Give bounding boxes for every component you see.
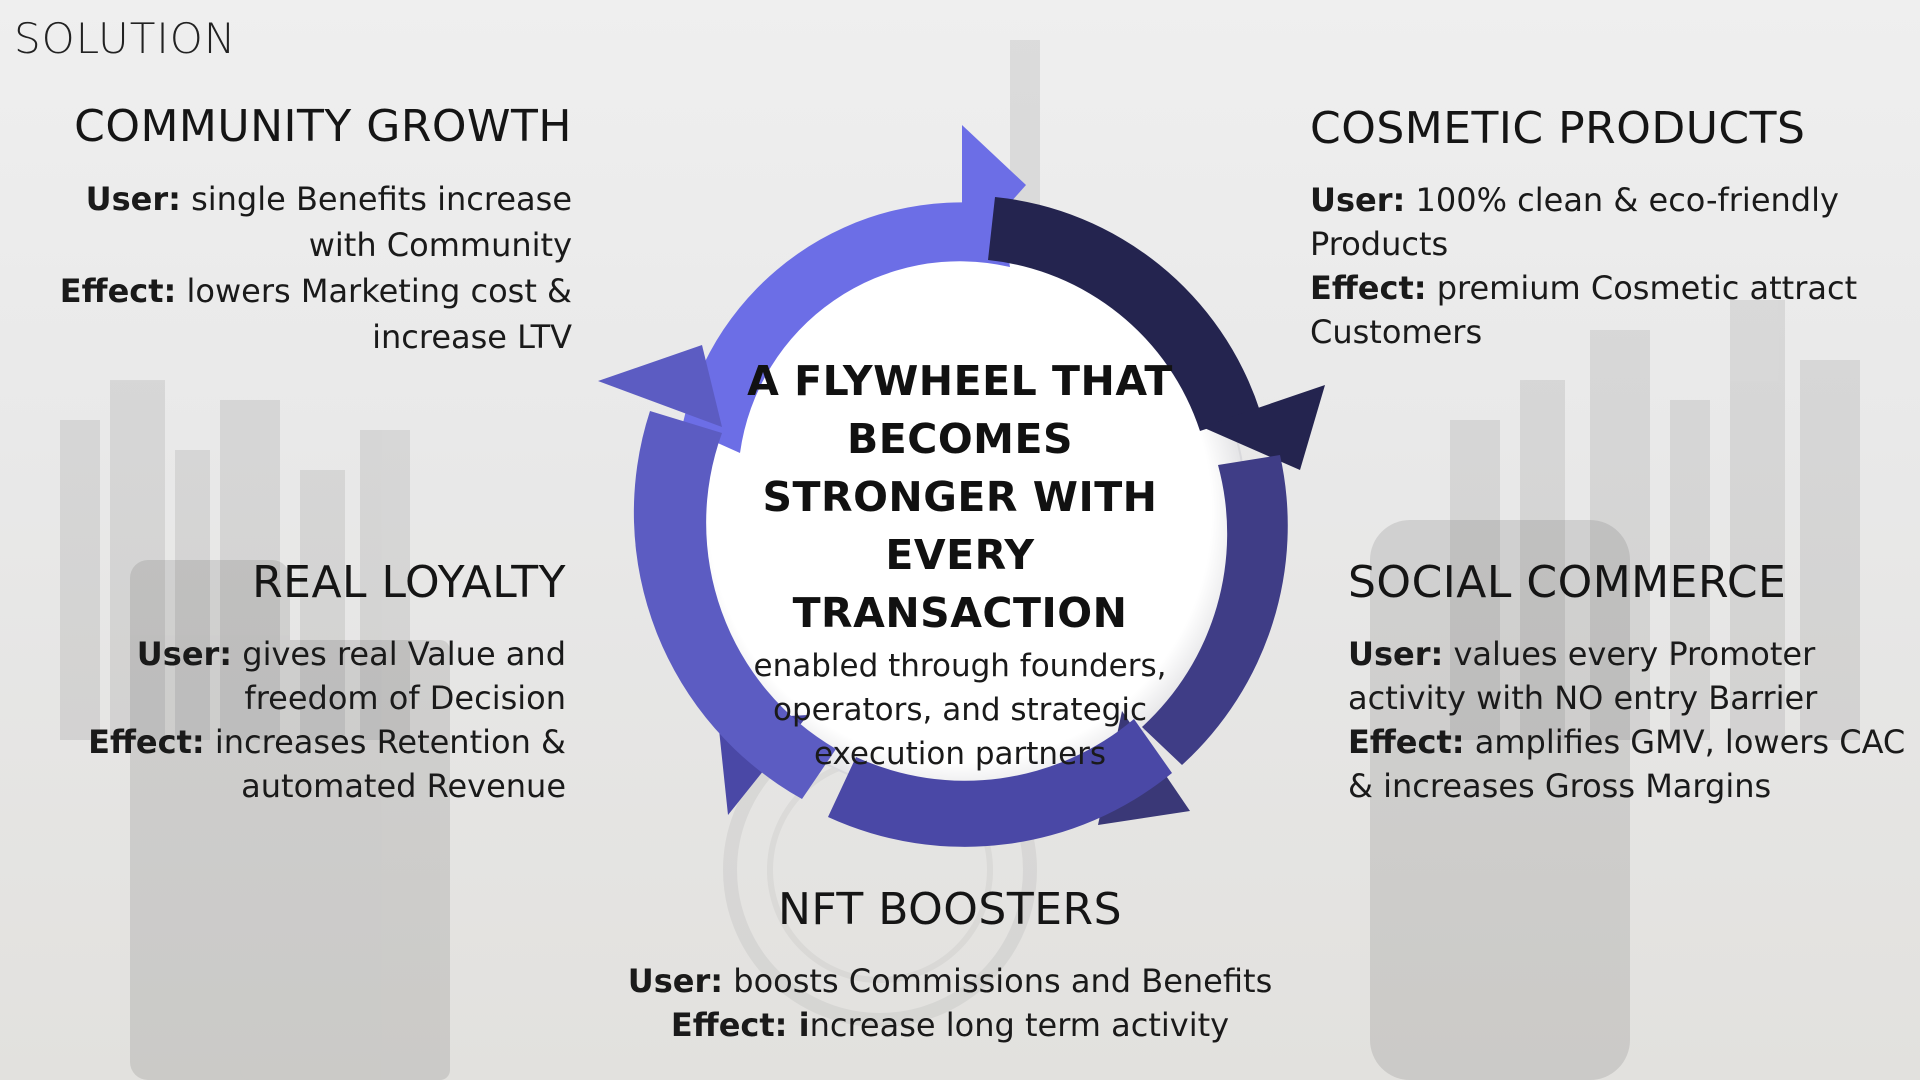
effect-label: Effect: xyxy=(88,723,205,761)
arc-loyalty-to-community xyxy=(633,411,836,799)
social-commerce-effect-text: amplifies GMV, lowers CAC & increases Gr… xyxy=(1348,723,1906,805)
flywheel-center-text: A FLYWHEEL THAT BECOMES STRONGER WITH EV… xyxy=(720,352,1200,776)
cosmetic-products-user: User: 100% clean & eco-friendly Products xyxy=(1310,178,1900,266)
arrowhead-top xyxy=(962,125,1026,257)
arrowhead-left xyxy=(598,345,722,427)
effect-label: Effect: xyxy=(1310,269,1427,307)
nft-boosters-user: User: boosts Commissions and Benefits xyxy=(560,959,1340,1003)
user-label: User: xyxy=(136,635,233,673)
arrowhead-right xyxy=(1202,385,1325,470)
cosmetic-products-user-text: 100% clean & eco-friendly Products xyxy=(1310,181,1839,263)
community-growth-user: User: single Benefits increase with Comm… xyxy=(20,176,572,268)
arc-social-to-nft xyxy=(1142,455,1288,765)
nft-boosters-effect: Effect: increase long term activity xyxy=(560,1003,1340,1047)
real-loyalty-effect-text: increases Retention & automated Revenue xyxy=(214,723,566,805)
nft-boosters-user-text: boosts Commissions and Benefits xyxy=(733,962,1273,1000)
nft-boosters-effect-text: ncrease long term activity xyxy=(809,1006,1230,1044)
effect-label: Effect: i xyxy=(670,1006,810,1044)
real-loyalty-effect: Effect: increases Retention & automated … xyxy=(20,720,566,808)
user-label: User: xyxy=(85,180,181,218)
social-commerce-effect: Effect: amplifies GMV, lowers CAC & incr… xyxy=(1348,720,1908,808)
social-commerce-title: SOCIAL COMMERCE xyxy=(1348,557,1787,608)
flywheel-graphic xyxy=(598,125,1325,847)
user-label: User: xyxy=(1310,181,1406,219)
real-loyalty-user: User: gives real Value and freedom of De… xyxy=(20,632,566,720)
cosmetic-products-block: COSMETIC PRODUCTS User: 100% clean & eco… xyxy=(1310,102,1900,354)
cosmetic-products-effect: Effect: premium Cosmetic attract Custome… xyxy=(1310,266,1900,354)
social-commerce-block: SOCIAL COMMERCE User: values every Promo… xyxy=(1348,556,1908,808)
effect-label: Effect: xyxy=(59,272,177,310)
effect-label: Effect: xyxy=(1348,723,1465,761)
community-growth-title: COMMUNITY GROWTH xyxy=(74,101,572,152)
user-label: User: xyxy=(1348,635,1444,673)
cosmetic-products-effect-text: premium Cosmetic attract Customers xyxy=(1310,269,1858,351)
nft-boosters-title: NFT BOOSTERS xyxy=(777,884,1123,935)
arc-cosmetic-to-social xyxy=(988,197,1260,431)
real-loyalty-block: REAL LOYALTY User: gives real Value and … xyxy=(20,556,566,808)
flywheel-title: A FLYWHEEL THAT BECOMES STRONGER WITH EV… xyxy=(747,357,1173,637)
real-loyalty-user-text: gives real Value and freedom of Decision xyxy=(242,635,566,717)
user-label: User: xyxy=(627,962,724,1000)
section-label: SOLUTION xyxy=(14,14,237,63)
social-commerce-user-text: values every Promoter activity with NO e… xyxy=(1348,635,1818,717)
flywheel-subtitle: enabled through founders, operators, and… xyxy=(753,648,1167,772)
community-growth-user-text: single Benefits increase with Community xyxy=(191,180,572,264)
community-growth-effect: Effect: lowers Marketing cost & increase… xyxy=(20,268,572,360)
social-commerce-user: User: values every Promoter activity wit… xyxy=(1348,632,1908,720)
cosmetic-products-title: COSMETIC PRODUCTS xyxy=(1310,103,1806,154)
nft-boosters-block: NFT BOOSTERS User: boosts Commissions an… xyxy=(560,883,1340,1047)
community-growth-block: COMMUNITY GROWTH User: single Benefits i… xyxy=(20,100,572,360)
flywheel-ring xyxy=(598,125,1325,847)
real-loyalty-title: REAL LOYALTY xyxy=(252,557,566,608)
community-growth-effect-text: lowers Marketing cost & increase LTV xyxy=(186,272,573,356)
arc-nft-to-loyalty xyxy=(828,719,1172,847)
